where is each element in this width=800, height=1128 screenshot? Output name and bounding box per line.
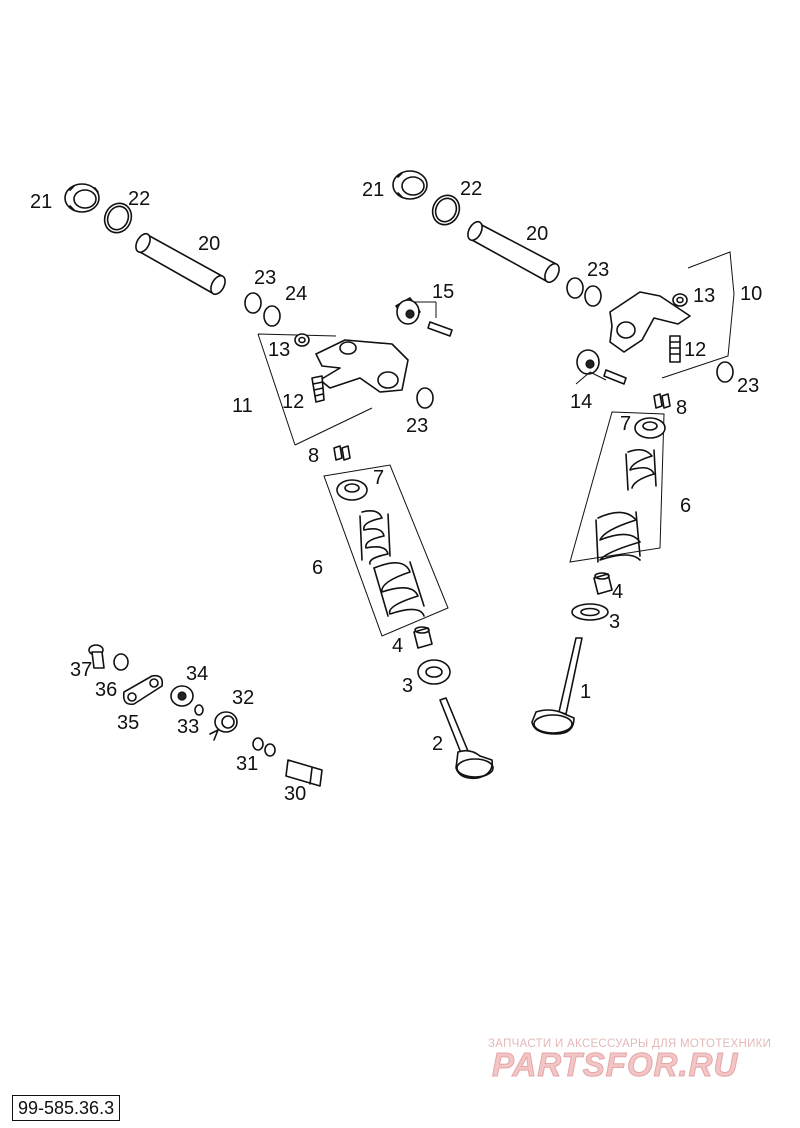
label-2: 2 xyxy=(432,733,443,755)
label-23-right-a: 23 xyxy=(587,259,609,281)
part-3-left-washer xyxy=(417,659,451,685)
part-13-right-nut xyxy=(672,293,688,307)
part-1-intake-valve xyxy=(531,637,583,735)
label-36: 36 xyxy=(95,679,117,701)
part-number-labels: 21 22 20 23 24 15 13 11 12 23 8 7 6 4 3 … xyxy=(30,178,762,805)
part-4-left-seal xyxy=(413,626,433,649)
part-22-right-ring xyxy=(431,194,461,226)
part-32-bushing xyxy=(214,711,238,733)
part-37-bolt xyxy=(88,644,105,669)
label-22-right: 22 xyxy=(460,178,482,200)
label-6-left: 6 xyxy=(312,557,323,579)
label-15: 15 xyxy=(432,281,454,303)
part-23-right-washer-b xyxy=(716,361,734,383)
label-31: 31 xyxy=(236,753,258,775)
part-15-left-roller-pin xyxy=(395,297,453,337)
label-21-right: 21 xyxy=(362,179,384,201)
label-1: 1 xyxy=(580,681,591,703)
label-33: 33 xyxy=(177,716,199,738)
part-2-exhaust-valve xyxy=(439,697,494,780)
part-right-inner-spring xyxy=(625,448,657,491)
label-4-right: 4 xyxy=(612,581,623,603)
part-7-left-retainer xyxy=(336,479,368,501)
part-21-right-nut xyxy=(392,170,428,200)
label-13-right: 13 xyxy=(693,285,715,307)
part-13-left-nut xyxy=(294,333,310,347)
watermark: ЗАПЧАСТИ И АКСЕССУАРЫ ДЛЯ МОТОТЕХНИКИ PA… xyxy=(488,1038,771,1084)
label-10: 10 xyxy=(740,283,762,305)
part-21-left-nut xyxy=(64,183,100,213)
part-4-right-seal xyxy=(593,572,613,595)
part-22-left-ring xyxy=(103,202,133,234)
label-3-right: 3 xyxy=(609,611,620,633)
label-12-right: 12 xyxy=(684,339,706,361)
label-11: 11 xyxy=(232,395,253,417)
label-34: 34 xyxy=(186,663,208,685)
box-6-left-spring-group xyxy=(323,464,449,637)
diagram-code: 99-585.36.3 xyxy=(12,1095,121,1121)
label-12-left: 12 xyxy=(282,391,304,413)
label-30: 30 xyxy=(284,783,306,805)
part-30-shaft xyxy=(285,759,323,787)
part-right-rocker-arm xyxy=(609,291,691,353)
label-22-left: 22 xyxy=(128,188,150,210)
label-7-right: 7 xyxy=(620,413,631,435)
part-23-24-left-washers xyxy=(244,292,281,327)
part-36-washer xyxy=(113,653,129,671)
label-32: 32 xyxy=(232,687,254,709)
label-35: 35 xyxy=(117,712,139,734)
part-7-right-retainer xyxy=(634,417,666,439)
label-23-left-b: 23 xyxy=(406,415,428,437)
label-4-left: 4 xyxy=(392,635,403,657)
label-21-left: 21 xyxy=(30,191,52,213)
watermark-brand: PARTSFOR.RU xyxy=(492,1046,738,1083)
label-24: 24 xyxy=(285,283,307,305)
part-35-plate xyxy=(122,674,164,706)
part-8-right-collets xyxy=(653,393,671,409)
box-6-right-spring-group xyxy=(569,411,665,563)
label-7-left: 7 xyxy=(373,467,384,489)
part-33-clip xyxy=(194,704,219,741)
part-20-left-shaft xyxy=(135,232,226,296)
part-12-left-screw xyxy=(311,375,325,403)
part-left-rocker-arm xyxy=(315,339,409,393)
label-23-right-b: 23 xyxy=(737,375,759,397)
part-left-outer-spring xyxy=(373,561,425,617)
label-13-left: 13 xyxy=(268,339,290,361)
label-8-left: 8 xyxy=(308,445,319,467)
part-20-right-shaft xyxy=(467,220,560,284)
part-left-inner-spring xyxy=(359,510,391,565)
bracket-10-outline xyxy=(661,251,735,379)
label-8-right: 8 xyxy=(676,397,687,419)
label-14: 14 xyxy=(570,391,592,413)
part-14-right-roller-pin xyxy=(575,349,627,385)
part-23-left-washer-b xyxy=(416,387,434,409)
part-3-right-washer xyxy=(571,603,609,621)
label-20-left: 20 xyxy=(198,233,220,255)
part-31-washers xyxy=(252,737,276,757)
part-23-right-washers xyxy=(566,277,602,307)
label-6-right: 6 xyxy=(680,495,691,517)
part-8-left-collets xyxy=(333,445,351,461)
part-12-right-screw xyxy=(669,335,681,363)
label-20-right: 20 xyxy=(526,223,548,245)
watermark-tagline: ЗАПЧАСТИ И АКСЕССУАРЫ ДЛЯ МОТОТЕХНИКИ xyxy=(488,1038,771,1050)
label-23-left-a: 23 xyxy=(254,267,276,289)
part-34-gear xyxy=(170,685,194,707)
part-right-outer-spring xyxy=(595,511,641,563)
label-37: 37 xyxy=(70,659,92,681)
label-3-left: 3 xyxy=(402,675,413,697)
